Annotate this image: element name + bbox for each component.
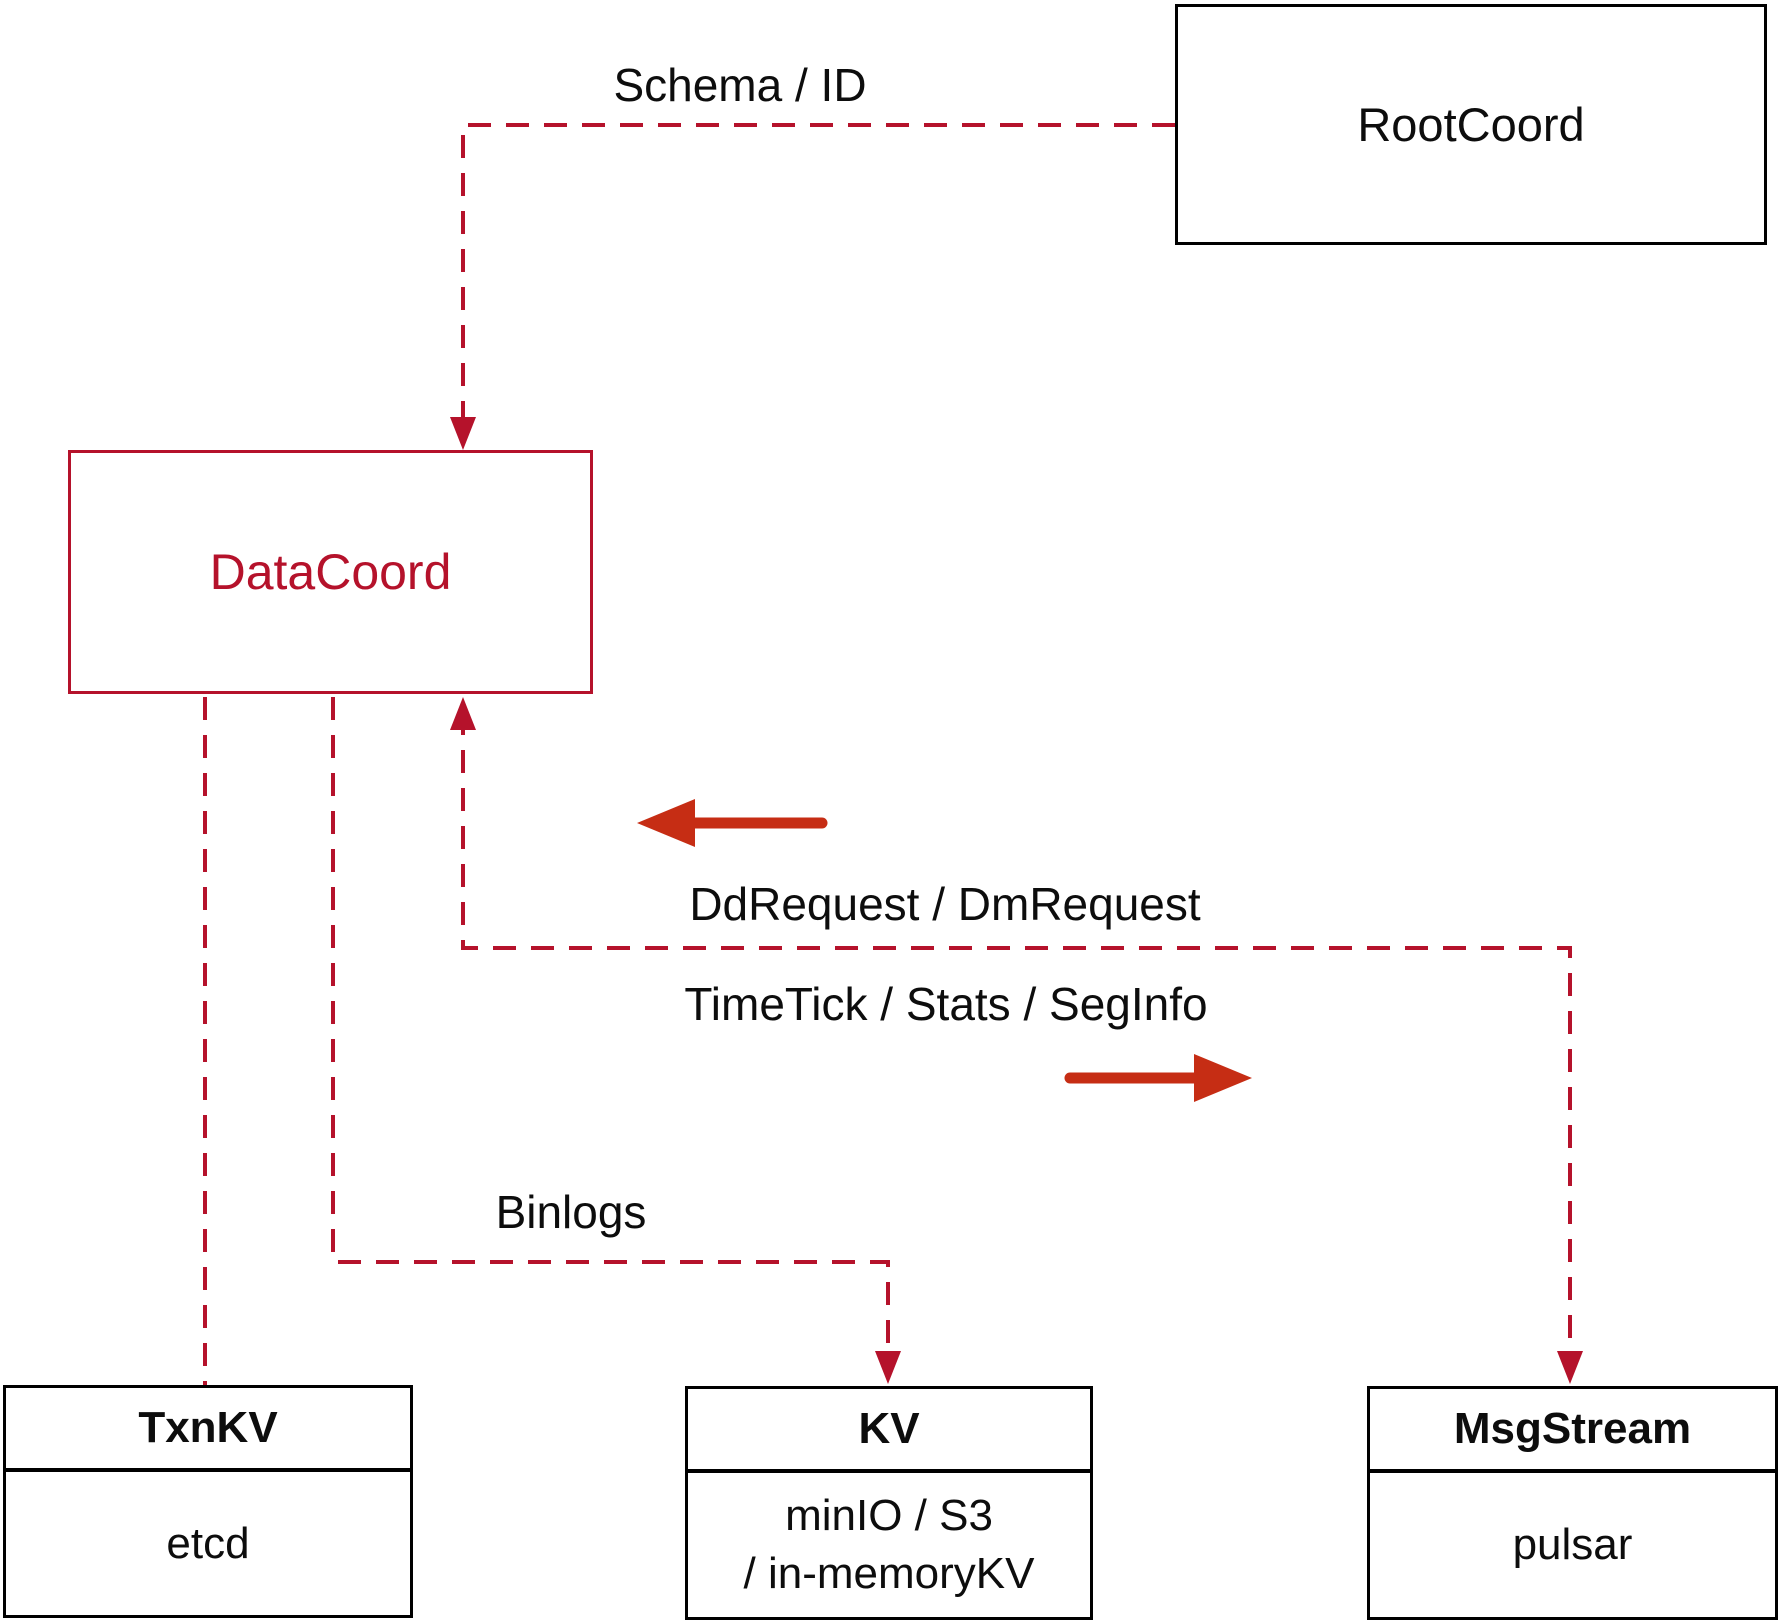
schema-id-edge-line [461, 123, 1175, 436]
schema-id-arrowhead-icon [450, 417, 476, 450]
msgstream-datacoord-edge-line [461, 712, 1572, 1370]
datacoord-label: DataCoord [209, 544, 452, 600]
binlogs-edge-label: Binlogs [495, 1186, 647, 1238]
binlogs-arrowhead-icon [875, 1351, 901, 1384]
kv-title: KV [858, 1404, 920, 1453]
rootcoord-label: RootCoord [1357, 98, 1585, 151]
txnkv-title: TxnKV [138, 1403, 278, 1452]
binlogs-edge-line [331, 697, 890, 1370]
to-msgstream-arrowhead-icon [1557, 1351, 1583, 1384]
dd-dm-request-edge-label: DdRequest / DmRequest [689, 878, 1201, 930]
datacoord-node: DataCoord [68, 450, 593, 694]
txnkv-body: etcd [166, 1518, 250, 1568]
left-direction-arrow-icon [637, 799, 828, 847]
kv-body-line-2: / in-memoryKV [743, 1549, 1035, 1598]
timetick-stats-seginfo-edge-label: TimeTick / Stats / SegInfo [684, 978, 1208, 1030]
msgstream-title: MsgStream [1453, 1404, 1692, 1453]
right-direction-arrow-icon [1064, 1054, 1252, 1102]
to-datacoord-arrowhead-icon [450, 697, 476, 730]
txnkv-node: TxnKV etcd [3, 1385, 413, 1618]
kv-body-line-1: minIO / S3 [785, 1491, 993, 1540]
rootcoord-node: RootCoord [1175, 4, 1767, 245]
msgstream-body: pulsar [1512, 1520, 1633, 1569]
schema-id-edge-label: Schema / ID [613, 59, 867, 111]
kv-node: KV minIO / S3 / in-memoryKV [685, 1386, 1093, 1620]
msgstream-node: MsgStream pulsar [1367, 1386, 1778, 1620]
